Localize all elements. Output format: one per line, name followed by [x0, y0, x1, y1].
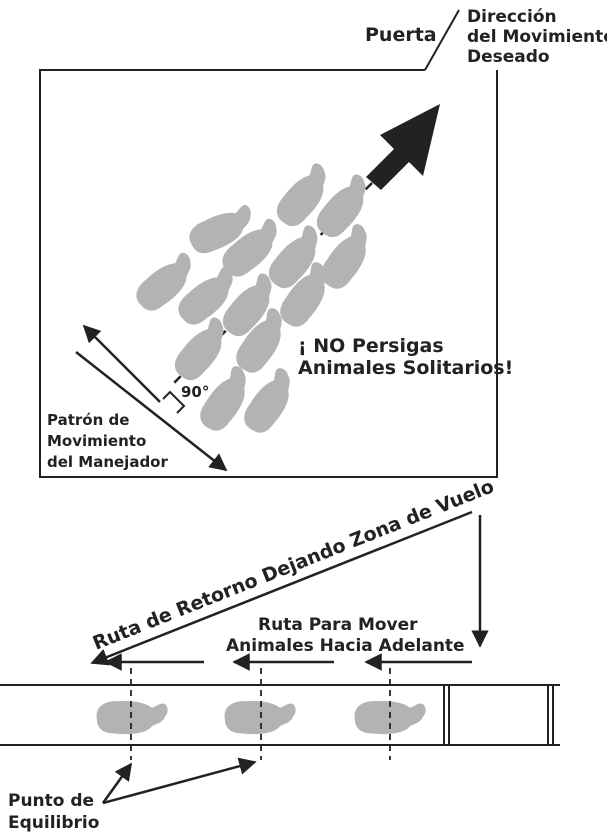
right-angle-marker [162, 390, 186, 414]
chute-panel: Ruta de Retorno Dejando Zona de Vuelo Ru… [0, 475, 560, 833]
gate-line [424, 9, 460, 71]
direction-label-line1: Dirección [467, 7, 557, 27]
forward-route-line2: Animales Hacia Adelante [226, 636, 465, 656]
pen-outline [39, 69, 498, 478]
balance-point-line2: Equilibrio [8, 813, 99, 833]
direction-arrow-icon [366, 104, 440, 190]
animal [96, 701, 168, 735]
handler-arrow-inner [75, 351, 228, 472]
handler-label-line1: Patrón de [47, 411, 129, 429]
chute [0, 684, 560, 746]
no-chase-line1: ¡ NO Persigas [298, 335, 444, 357]
herd [130, 159, 381, 439]
pen-panel: Puerta Dirección del Movimiento Deseado … [39, 7, 607, 478]
return-route-arrow [90, 510, 473, 666]
handler-arrow-outer [82, 324, 161, 403]
balance-pointer-1 [101, 762, 133, 804]
angle-label: 90° [181, 383, 209, 401]
balance-pointer-2 [102, 757, 257, 805]
direction-label-line2: del Movimiento [467, 27, 607, 47]
balance-point-lines [130, 668, 391, 760]
no-chase-line2: Animales Solitarios! [298, 357, 513, 379]
handler-label-line3: del Manejador [47, 453, 168, 471]
direction-label-line3: Deseado [467, 47, 550, 67]
animal [238, 364, 304, 439]
gate-label: Puerta [365, 24, 437, 46]
forward-route-line1: Ruta Para Mover [258, 615, 418, 635]
balance-point-line1: Punto de [8, 791, 94, 811]
handler-label-line2: Movimiento [47, 432, 146, 450]
